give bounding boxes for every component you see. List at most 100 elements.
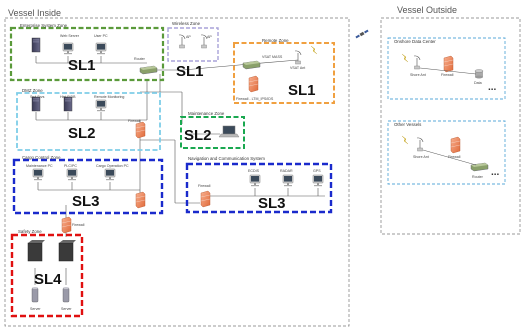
other-link [422,149,477,166]
ap-label-2: AP [207,35,212,39]
remote-security-level: SL1 [288,82,316,99]
lightning-icon [310,45,318,55]
navigation-zone-label: Navigation and Communication System [188,156,265,161]
server-icon [31,96,41,112]
dmz-hist-label: Hist.P DB [60,95,76,99]
safety-security-level: SL4 [34,271,62,288]
cargo-operation-pc-icon [104,168,116,181]
vsat-modem-icon [242,60,261,70]
nav-gps-label: GPS [313,169,321,173]
remote-monitoring-pc-icon [95,99,107,112]
firewall-icon [135,191,146,209]
onshore-link [419,67,477,75]
satellite-icon [355,29,369,39]
plc-pc-icon [66,168,78,181]
firewall-icon [248,75,259,93]
lightning-icon [401,53,409,63]
other-antenna-label: Shore Ant [413,155,429,159]
cargo-security-level: SL3 [72,193,100,210]
other-ellipsis: ... [491,167,500,178]
onshore-data-center: Onshore Data Center Shore Ant Firewall D… [387,37,506,100]
maintenance-zone-label: Maintenance Zone [188,111,225,116]
other-firewall-label: Firewall [448,155,461,159]
user-pc-label: User PC [94,34,108,38]
enterprise-zone-label: Enterprise System Zone [20,23,68,28]
nav-ecdis-label: ECDIS [248,169,260,173]
wireless-zone-boundary [167,27,219,62]
vessel-outside-boundary [380,17,521,235]
firewall-icon [61,216,72,234]
navigation-security-level: SL3 [258,195,286,212]
safety-zone-boundary [10,233,84,318]
onshore-db-label: Data [474,81,482,85]
wireless-zone-label: Wireless Zone [172,21,201,26]
cargo-zone-label: Cargo Control Zone [22,155,61,160]
radar-pc-icon [282,174,294,187]
remote-zone-boundary [233,42,335,104]
dmz-zone-label: DMZ Zone [22,88,43,93]
firewall-icon [200,190,211,208]
enterprise-zone: Enterprise System Zone Web Server User P… [9,23,165,82]
nav-radar-label: RADAR [280,169,293,173]
access-point-icon [178,34,186,49]
wireless-zone: Wireless Zone AP AP SL1 [167,21,219,80]
safety-server-icon [27,240,45,262]
cargo-control-zone: Cargo Control Zone Maintenance PC PLC/PC… [12,155,164,215]
other-router-label: Router [472,175,484,179]
vessel-inside-boundary [4,17,350,327]
vsat-mass-label: VSAT MASS [262,55,283,59]
shore-antenna-icon [413,55,421,70]
safety-zone: Firewall Safety Zone Server Server SL4 [10,216,85,318]
device-icon [62,286,70,303]
nav-firewall-label: Firewall [198,184,211,188]
cargo-op-label: Cargo Operation PC [96,164,129,168]
maintenance-zone-boundary [180,116,245,149]
other-vessels-label: Other Vessels [394,122,422,127]
ecdis-pc-icon [249,174,261,187]
enterprise-security-level: SL1 [68,57,96,74]
cargo-zone-boundary [12,158,164,215]
safety-firewall-label: Firewall [72,223,85,227]
ap-label-1: AP [186,35,191,39]
firewall-icon [135,121,146,139]
remote-firewall-label: Firewall - LTM_IPS/IDS [236,97,274,101]
onshore-boundary [387,37,506,100]
vessel-inside-label: Vessel Inside [8,8,61,18]
safety-server-label-2: Server [61,307,72,311]
maintenance-security-level: SL2 [184,127,212,144]
vessel-outside-label: Vessel Outside [397,5,457,15]
vsat-antenna-icon [294,50,302,65]
onshore-label: Onshore Data Center [394,39,436,44]
dmz-remote-label: Remote Monitoring [94,95,124,99]
onshore-antenna-label: Shore Ant [410,73,426,77]
navigation-zone: Navigation and Communication System Fire… [185,156,333,214]
database-icon [474,69,484,79]
router-label: Router [134,57,146,61]
enterprise-zone-boundary [9,26,165,82]
user-pc-icon [62,42,74,55]
remote-zone-label: Remote Zone [262,38,289,43]
wireless-security-level: SL1 [176,63,204,80]
safety-server-icon [58,240,76,262]
other-vessels-boundary [387,120,506,185]
cargo-maint-label: Maintenance PC [26,164,53,168]
other-vessels: Other Vessels Shore Ant Firewall Router … [387,120,506,185]
onshore-ellipsis: ... [488,82,497,93]
laptop-icon [218,125,240,138]
web-server-icon [31,37,41,53]
user-pc-icon [95,42,107,55]
dmz-zone: DMZ Zone Srvl Srvs Hist.P DB Remote Moni… [16,88,161,151]
dmz-security-level: SL2 [68,125,96,142]
cargo-plc-label: PLC/PC [64,164,77,168]
dmz-srv-label: Srvl Srvs [30,95,45,99]
firewall-icon [450,136,461,154]
remote-zone: Remote Zone VSAT MASS VSAT Ant Firewall … [233,38,335,104]
database-server-icon [63,96,73,112]
web-server-label: Web Server [60,34,80,38]
device-icon [31,286,39,303]
maintenance-pc-icon [32,168,44,181]
navigation-zone-boundary [185,162,333,214]
onshore-firewall-label: Firewall [441,73,454,77]
maintenance-zone: Maintenance Zone SL2 [180,111,245,149]
